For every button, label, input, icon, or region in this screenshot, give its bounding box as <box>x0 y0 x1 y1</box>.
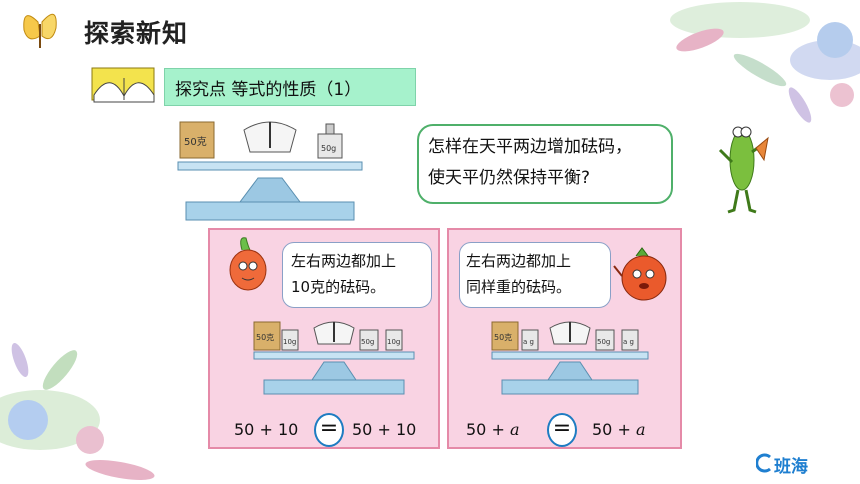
left-equation-right: 50 + 10 <box>352 420 417 439</box>
question-line-1: 怎样在天平两边增加砝码， <box>428 137 632 157</box>
brand-logo-text: 班海 <box>774 457 808 477</box>
left-scale-label-3: 50g <box>361 338 374 346</box>
left-speech-bubble <box>282 242 432 308</box>
right-equals-sign: = <box>547 413 577 447</box>
left-scale-label-1: 50克 <box>256 333 274 342</box>
top-balance-scale-icon: 50克 50g <box>177 121 363 221</box>
section-subtitle: 探究点 等式的性质（1） <box>175 80 362 100</box>
tomato-character-icon <box>613 247 667 301</box>
right-equation-left: 50 + a <box>466 420 520 439</box>
cucumber-character-icon <box>718 126 769 214</box>
left-equals-sign: = <box>314 413 344 447</box>
logo-c-icon <box>756 453 771 473</box>
top-right-flowers-decoration <box>670 2 860 123</box>
right-bubble-line-1: 左右两边都加上 <box>466 252 572 270</box>
right-eq-right-var: a <box>635 420 646 439</box>
subtitle-box <box>164 68 416 106</box>
bottom-left-flowers-decoration <box>0 342 155 480</box>
left-scale-label-4: 10g <box>387 338 400 346</box>
right-speech-bubble <box>459 242 611 308</box>
right-scale-label-2: a g <box>523 338 534 346</box>
right-eq-left-var: a <box>509 420 520 439</box>
left-bubble-line-2: 10克的砝码。 <box>291 278 386 296</box>
radish-character-icon <box>229 237 267 291</box>
left-bubble-line-1: 左右两边都加上 <box>291 252 397 270</box>
open-book-icon <box>91 67 155 103</box>
left-bubble-text: 左右两边都加上 10克的砝码。 <box>291 248 396 300</box>
right-eq-left-num: 50 + <box>466 420 505 439</box>
right-eq-right-num: 50 + <box>592 420 631 439</box>
page-title: 探索新知 <box>84 19 189 48</box>
left-equation-left: 50 + 10 <box>234 420 299 439</box>
right-bubble-text: 左右两边都加上 同样重的砝码。 <box>466 248 571 300</box>
left-balance-scale-icon: 50克 10g 50g 10g <box>253 321 415 395</box>
right-scale-label-1: 50克 <box>494 333 512 342</box>
left-scale-label-2: 10g <box>283 338 296 346</box>
top-right-weight-label: 50g <box>321 144 336 153</box>
right-scale-label-3: 50g <box>597 338 610 346</box>
right-equation-right: 50 + a <box>592 420 646 439</box>
butterfly-icon <box>23 13 57 48</box>
right-scale-label-4: a g <box>623 338 634 346</box>
question-line-2: 使天平仍然保持平衡? <box>428 168 591 188</box>
question-text: 怎样在天平两边增加砝码， 使天平仍然保持平衡? <box>428 132 632 194</box>
question-bubble <box>417 124 673 204</box>
right-bubble-line-2: 同样重的砝码。 <box>466 278 572 296</box>
right-balance-scale-icon: 50克 a g 50g a g <box>491 321 649 395</box>
top-left-weight-label: 50克 <box>184 136 207 148</box>
